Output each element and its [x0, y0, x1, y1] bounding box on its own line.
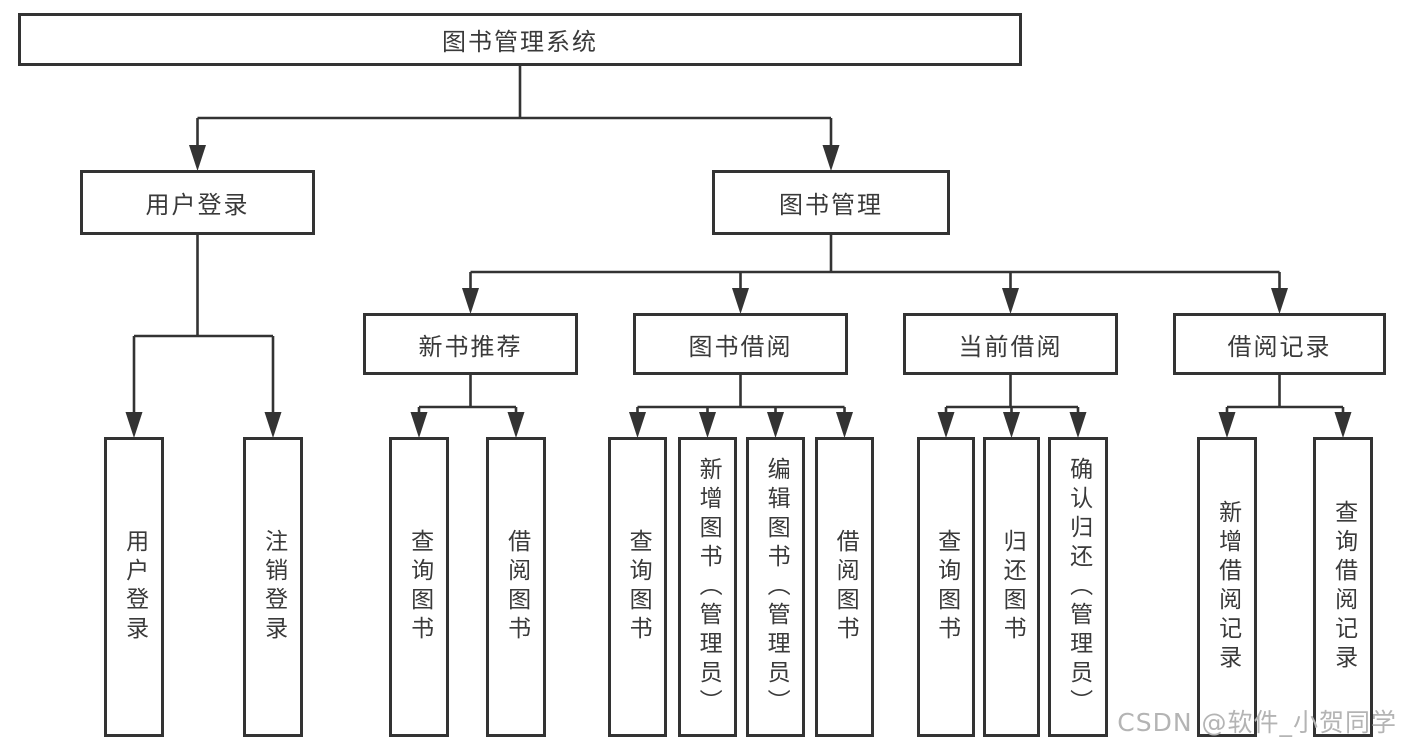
- arrowhead-icon: [937, 412, 955, 438]
- node-label-add-borrow-record: 新增借阅记录: [1214, 500, 1241, 674]
- node-label-user-login: 用户登录: [121, 529, 148, 645]
- arrowhead-icon: [410, 412, 428, 438]
- node-borrowing-records: 借阅记录: [1173, 313, 1386, 375]
- arrowhead-icon: [699, 412, 716, 438]
- arrowhead-icon: [1069, 412, 1087, 438]
- node-logout: 注销登录: [243, 437, 303, 737]
- node-book-mgmt-branch: 图书管理: [712, 170, 950, 235]
- node-add-books-admin: 新增图书（管理员）: [678, 437, 737, 737]
- node-return-books: 归还图书: [983, 437, 1040, 737]
- node-label-borrow-books: 借阅图书: [832, 529, 859, 645]
- arrowhead-icon: [507, 412, 525, 438]
- node-new-book-recommend: 新书推荐: [363, 313, 578, 375]
- node-label-logout: 注销登录: [260, 529, 287, 645]
- node-borrow-books-rec: 借阅图书: [486, 437, 546, 737]
- node-label-edit-books-admin: 编辑图书（管理员）: [763, 456, 790, 718]
- node-query-books-current: 查询图书: [917, 437, 975, 737]
- node-user-login-branch: 用户登录: [80, 170, 315, 235]
- node-current-borrowing: 当前借阅: [903, 313, 1118, 375]
- node-query-books-borrow: 查询图书: [608, 437, 667, 737]
- node-label-new-book-recommend: 新书推荐: [418, 332, 523, 361]
- arrowhead-icon: [462, 288, 479, 314]
- node-label-book-mgmt-branch: 图书管理: [779, 191, 883, 219]
- arrowhead-icon: [822, 145, 840, 171]
- node-label-add-books-admin: 新增图书（管理员）: [695, 456, 722, 718]
- node-query-borrow-record: 查询借阅记录: [1313, 437, 1373, 737]
- node-borrow-books: 借阅图书: [815, 437, 874, 737]
- node-label-current-borrowing: 当前借阅: [958, 332, 1063, 361]
- node-label-user-login-branch: 用户登录: [145, 191, 250, 219]
- arrowhead-icon: [1218, 412, 1236, 438]
- node-edit-books-admin: 编辑图书（管理员）: [746, 437, 805, 737]
- node-label-borrow-books-rec: 借阅图书: [503, 529, 530, 645]
- arrowhead-icon: [264, 412, 282, 438]
- arrowhead-icon: [629, 412, 646, 438]
- node-label-query-books-rec: 查询图书: [406, 529, 433, 645]
- arrowhead-icon: [1003, 412, 1020, 438]
- node-book-borrowing: 图书借阅: [633, 313, 848, 375]
- node-label-book-borrowing: 图书借阅: [688, 332, 793, 361]
- node-label-query-books-borrow: 查询图书: [625, 529, 652, 645]
- node-add-borrow-record: 新增借阅记录: [1197, 437, 1257, 737]
- node-confirm-return-admin: 确认归还（管理员）: [1048, 437, 1108, 737]
- node-root: 图书管理系统: [18, 13, 1022, 66]
- arrowhead-icon: [1002, 288, 1019, 314]
- node-label-confirm-return-admin: 确认归还（管理员）: [1065, 456, 1092, 718]
- node-label-return-books: 归还图书: [999, 529, 1026, 645]
- node-label-root: 图书管理系统: [442, 28, 598, 56]
- node-label-borrowing-records: 借阅记录: [1227, 332, 1332, 361]
- node-user-login: 用户登录: [104, 437, 164, 737]
- arrowhead-icon: [836, 412, 853, 438]
- node-label-query-borrow-record: 查询借阅记录: [1330, 500, 1357, 674]
- arrowhead-icon: [189, 145, 206, 171]
- arrowhead-icon: [732, 288, 749, 314]
- node-label-query-books-current: 查询图书: [933, 529, 960, 645]
- arrowhead-icon: [767, 412, 784, 438]
- node-query-books-rec: 查询图书: [389, 437, 449, 737]
- arrowhead-icon: [1271, 288, 1288, 314]
- arrowhead-icon: [1334, 412, 1352, 438]
- arrowhead-icon: [125, 412, 143, 438]
